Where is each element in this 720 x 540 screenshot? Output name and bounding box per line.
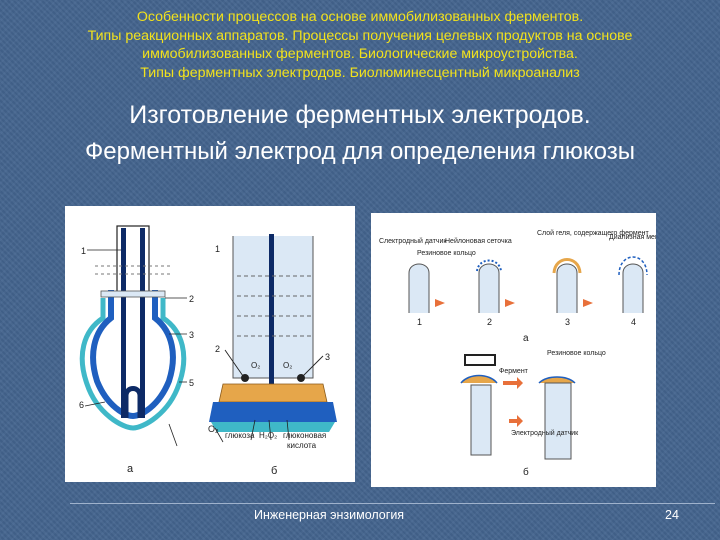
page-number: 24 [665,508,679,522]
label-n1: 1 [81,246,86,256]
caption-right-a: а [523,333,529,344]
label-oxygen-sensor: Слектродный датчик [379,237,447,245]
label-o2-bottom: O₂ [208,424,219,434]
slide-subtitle: Ферментный электрод для определения глюк… [84,138,636,165]
step-1: 1 [417,317,422,327]
label-nylon-net: Нейлоновая сеточка [445,237,512,245]
electrode-flat-drawing [209,234,337,443]
label-n3: 3 [189,330,194,340]
label-h2o2: H₂O₂ [259,431,277,440]
label-n6: 6 [79,400,84,410]
step-3: 3 [565,317,570,327]
glucose-electrode-diagram: 1 2 3 5 6 а 1 2 3 O₂ O₂ O₂ глюкоза H₂O₂ … [79,225,337,477]
label-r2: 2 [215,344,220,354]
label-o2-left: O₂ [251,361,260,370]
label-dialysis-membrane: Диализная мембрана [609,233,656,241]
label-r1: 1 [215,244,220,254]
label-electrode-sensor: Электродный датчик [511,429,579,437]
electrode-assembly-figure: Слектродный датчик Нейлоновая сеточка Ре… [371,213,679,487]
label-gluconic-acid: глюконовая [283,431,326,440]
caption-a: а [127,463,134,475]
header-line-2: Типы реакционных аппаратов. Процессы пол… [87,27,633,44]
electrode-cap-drawing [460,354,576,460]
label-n5: 5 [189,378,194,388]
footer-course-title: Инженерная энзимология [254,508,405,522]
header-topics: Особенности процессов на основе иммобили… [0,8,720,82]
electrode-assembly-diagram: Слектродный датчик Нейлоновая сеточка Ре… [379,229,679,478]
caption-b: б [271,465,277,477]
assembly-steps-drawing [408,256,648,313]
label-n2: 2 [189,294,194,304]
glucose-electrode-figure: 1 2 3 5 6 а 1 2 3 O₂ O₂ O₂ глюкоза H₂O₂ … [65,206,355,482]
header-line-4: Типы ферментных электродов. Биолюминесце… [140,64,580,81]
label-r3: 3 [325,352,330,362]
header-line-1: Особенности процессов на основе иммобили… [136,9,584,25]
footer-divider [70,503,715,504]
electrode-bulb-drawing [79,225,187,447]
label-rubber-ring-2: Резиновое кольцо [547,350,606,357]
caption-right-b: б [523,466,529,478]
label-enzyme-layer: Слой геля, содержащего фермент [537,229,649,237]
label-film: Фермент [499,368,529,375]
label-o2-right: O₂ [283,361,292,370]
label-gluconic-acid-2: кислота [287,441,317,450]
label-rubber-ring: Резиновое кольцо [417,250,476,257]
header-line-3: иммобилизованных ферментов. Биологически… [142,46,578,62]
slide-title: Изготовление ферментных электродов. [129,101,591,129]
step-4: 4 [631,317,636,327]
label-glucose: глюкоза [225,431,255,440]
step-2: 2 [487,317,492,327]
